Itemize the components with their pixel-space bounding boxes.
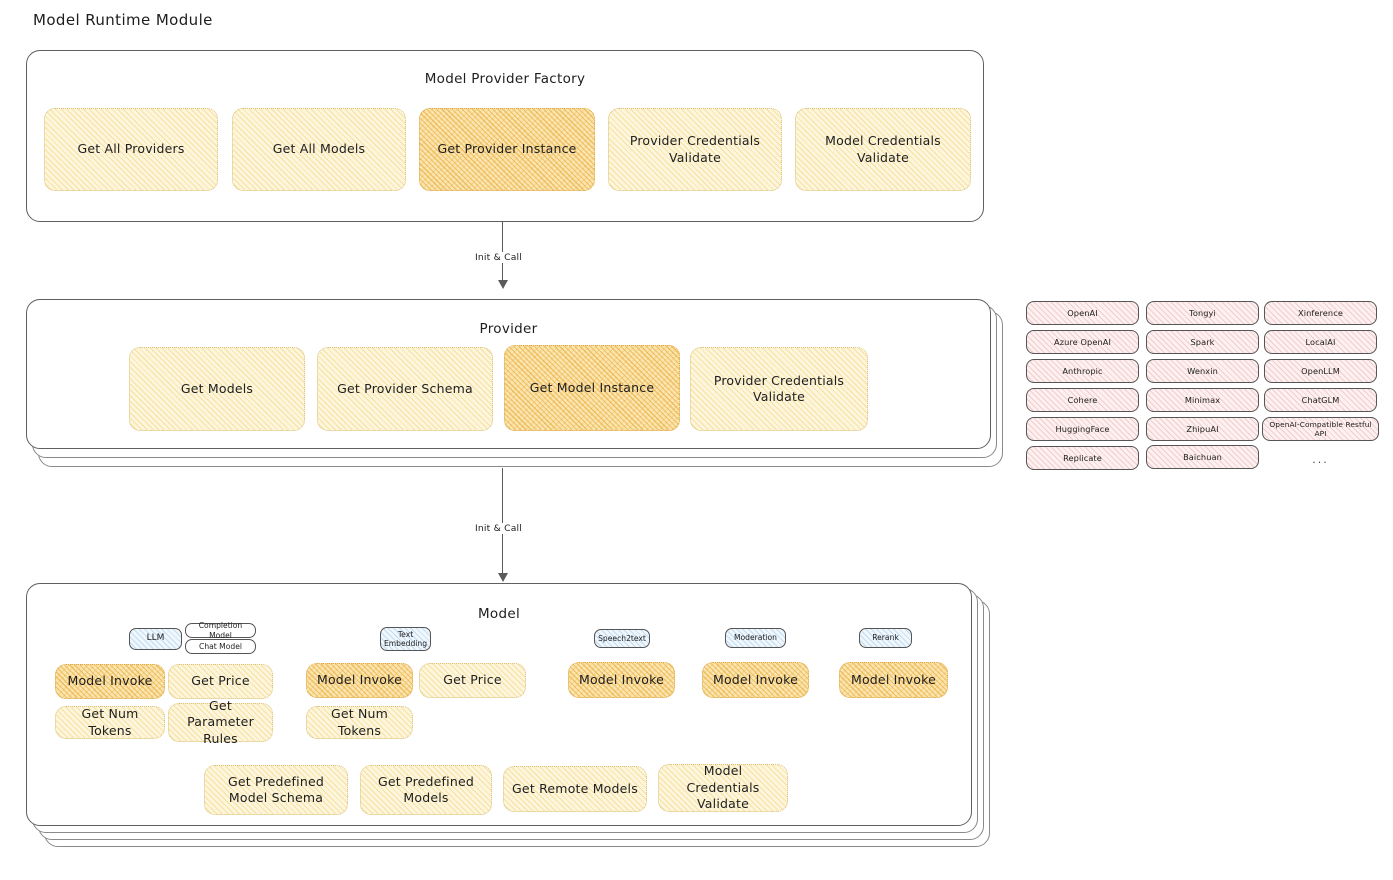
model-shared-method-get-predefined-model-schema[interactable]: Get Predefined Model Schema bbox=[204, 765, 348, 815]
rerank-method-model-invoke[interactable]: Model Invoke bbox=[839, 662, 948, 698]
model-type-moderation[interactable]: Moderation bbox=[725, 628, 786, 648]
model-shared-method-get-predefined-models[interactable]: Get Predefined Models bbox=[360, 765, 492, 815]
model-type-speech2text[interactable]: Speech2text bbox=[594, 629, 650, 648]
provider-tag-azure-openai[interactable]: Azure OpenAI bbox=[1026, 330, 1139, 354]
arrow-provider-to-model-label: Init & Call bbox=[472, 523, 526, 534]
moderation-method-model-invoke[interactable]: Model Invoke bbox=[702, 662, 809, 698]
model-shared-method-model-credentials-validate[interactable]: Model Credentials Validate bbox=[658, 763, 788, 812]
factory-method-model-credentials-validate[interactable]: Model Credentials Validate bbox=[795, 108, 971, 191]
provider-tag-openai-compatible-restful-api[interactable]: OpenAI-Compatible Restful API bbox=[1262, 417, 1379, 441]
provider-tag-localai[interactable]: LocalAI bbox=[1264, 330, 1377, 354]
model-shared-method-get-remote-models[interactable]: Get Remote Models bbox=[503, 766, 647, 812]
model-provider-factory-title: Model Provider Factory bbox=[424, 71, 586, 87]
provider-tag-more: ... bbox=[1312, 452, 1329, 466]
provider-title: Provider bbox=[479, 321, 538, 337]
model-type-rerank[interactable]: Rerank bbox=[859, 628, 912, 648]
provider-tag-cohere[interactable]: Cohere bbox=[1026, 388, 1139, 412]
llm-method-get-price[interactable]: Get Price bbox=[168, 664, 273, 699]
provider-tag-wenxin[interactable]: Wenxin bbox=[1146, 359, 1259, 383]
arrow-factory-to-provider-head bbox=[498, 280, 508, 289]
provider-tag-openllm[interactable]: OpenLLM bbox=[1264, 359, 1377, 383]
llm-method-model-invoke[interactable]: Model Invoke bbox=[55, 664, 165, 699]
provider-method-get-models[interactable]: Get Models bbox=[129, 347, 305, 431]
provider-tag-baichuan[interactable]: Baichuan bbox=[1146, 445, 1259, 469]
provider-method-get-model-instance[interactable]: Get Model Instance bbox=[504, 345, 680, 431]
provider-method-get-provider-schema[interactable]: Get Provider Schema bbox=[317, 347, 493, 431]
factory-method-get-provider-instance[interactable]: Get Provider Instance bbox=[419, 108, 595, 191]
factory-method-provider-credentials-validate[interactable]: Provider Credentials Validate bbox=[608, 108, 782, 191]
model-type-llm[interactable]: LLM bbox=[129, 628, 182, 650]
llm-method-get-parameter-rules[interactable]: Get Parameter Rules bbox=[168, 698, 273, 746]
provider-tag-openai[interactable]: OpenAI bbox=[1026, 301, 1139, 325]
text-embedding-method-model-invoke[interactable]: Model Invoke bbox=[306, 663, 413, 698]
provider-method-provider-credentials-validate[interactable]: Provider Credentials Validate bbox=[690, 347, 868, 431]
model-subtype-completion-model[interactable]: Completion Model bbox=[185, 621, 256, 640]
speech2text-method-model-invoke[interactable]: Model Invoke bbox=[568, 662, 675, 698]
llm-method-get-num-tokens[interactable]: Get Num Tokens bbox=[55, 706, 165, 739]
arrow-provider-to-model-head bbox=[498, 573, 508, 582]
provider-tag-xinference[interactable]: Xinference bbox=[1264, 301, 1377, 325]
model-type-text-embedding[interactable]: Text Embedding bbox=[380, 627, 431, 651]
provider-tag-anthropic[interactable]: Anthropic bbox=[1026, 359, 1139, 383]
provider-tag-replicate[interactable]: Replicate bbox=[1026, 446, 1139, 470]
provider-tag-zhipuai[interactable]: ZhipuAI bbox=[1146, 417, 1259, 441]
text-embedding-method-get-num-tokens[interactable]: Get Num Tokens bbox=[306, 706, 413, 739]
factory-method-get-all-models[interactable]: Get All Models bbox=[232, 108, 406, 191]
provider-tag-spark[interactable]: Spark bbox=[1146, 330, 1259, 354]
provider-tag-chatglm[interactable]: ChatGLM bbox=[1264, 388, 1377, 412]
factory-method-get-all-providers[interactable]: Get All Providers bbox=[44, 108, 218, 191]
page-title: Model Runtime Module bbox=[33, 11, 213, 29]
text-embedding-method-get-price[interactable]: Get Price bbox=[419, 663, 526, 698]
provider-tag-minimax[interactable]: Minimax bbox=[1146, 388, 1259, 412]
provider-tag-huggingface[interactable]: HuggingFace bbox=[1026, 417, 1139, 441]
arrow-factory-to-provider-label: Init & Call bbox=[472, 252, 526, 263]
model-title: Model bbox=[477, 606, 521, 622]
model-subtype-chat-model[interactable]: Chat Model bbox=[185, 639, 256, 654]
model-panel: Model bbox=[26, 583, 972, 826]
provider-tag-tongyi[interactable]: Tongyi bbox=[1146, 301, 1259, 325]
